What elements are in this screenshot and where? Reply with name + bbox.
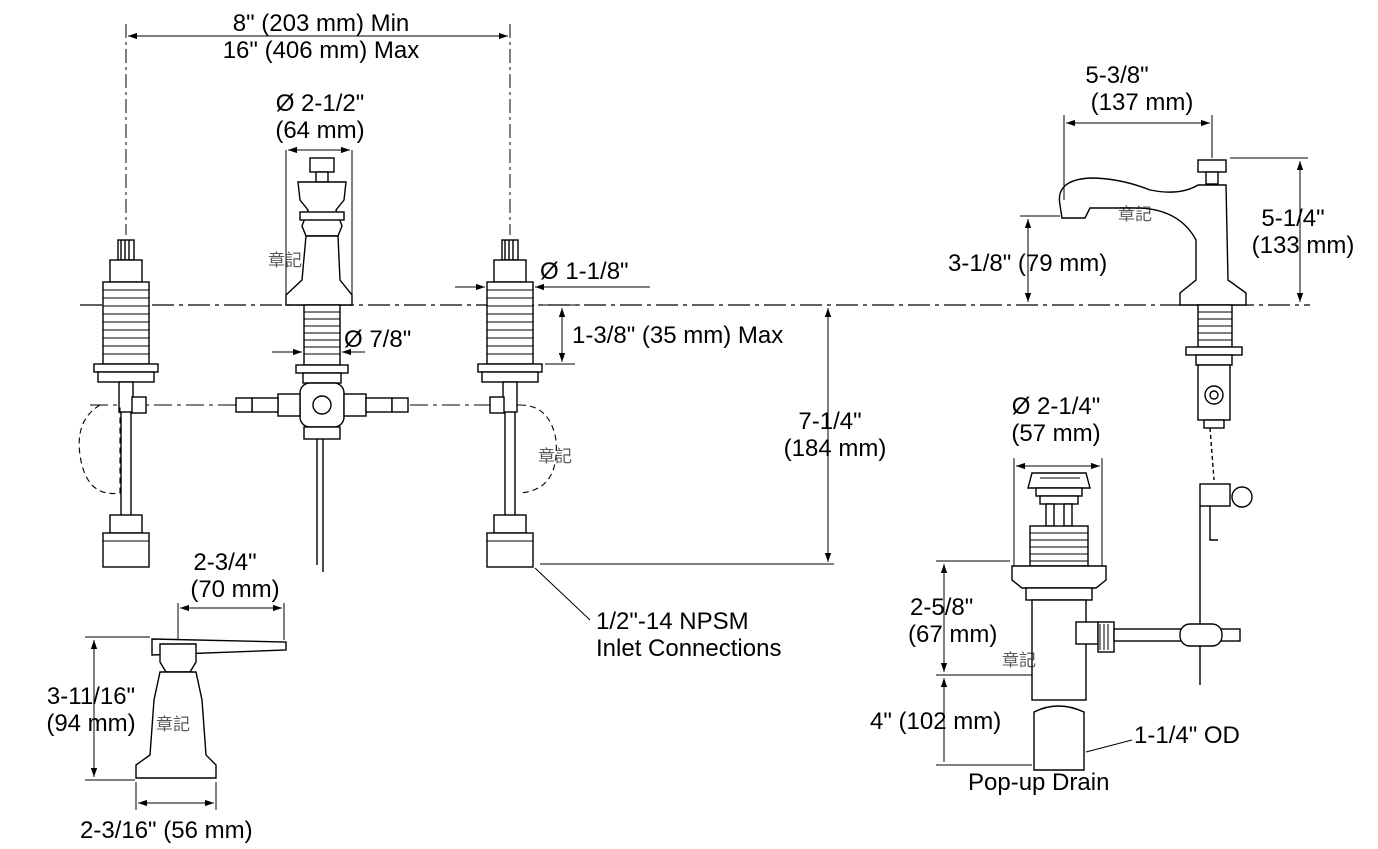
spout-dims: [1020, 115, 1308, 302]
watermark-5: 章記: [156, 715, 190, 735]
center-spout: [235, 157, 409, 572]
handle-detail-dims: [85, 603, 285, 810]
watermark-1: 章記: [268, 251, 302, 271]
spout-height-label: 5-1/4": [1261, 205, 1325, 232]
popup-drain: [1011, 472, 1241, 771]
spout-side-view: [1058, 159, 1253, 685]
below-deck-depth-label: 7-1/4": [798, 408, 862, 435]
handle-base-width-label: 2-3/16" (56 mm): [80, 817, 253, 844]
spread-min-label: 8" (203 mm) Min: [232, 10, 410, 37]
handle-height-label: 3-11/16": [46, 683, 136, 710]
inlet-connections-label-2: Inlet Connections: [596, 635, 782, 662]
drain-dia-mm-label: (57 mm): [1011, 420, 1101, 447]
drain-tail-label: 4" (102 mm): [870, 708, 1002, 735]
spread-max-label: 16" (406 mm) Max: [222, 37, 420, 64]
handle-height-mm-label: (94 mm): [46, 710, 136, 737]
inlet-connections-label-1: 1/2"-14 NPSM: [596, 608, 749, 635]
left-hose-loop: [78, 404, 121, 495]
depth-dims: [534, 308, 834, 621]
below-deck-depth-mm-label: (184 mm): [783, 435, 887, 462]
spout-reach-mm-label: (137 mm): [1090, 89, 1194, 116]
right-hose-loop: [519, 404, 557, 494]
handle-base-dia-mm-label: (64 mm): [275, 117, 365, 144]
drain-body-label: 2-5/8": [910, 594, 974, 621]
spout-reach-label: 5-3/8": [1085, 62, 1149, 89]
drain-name-label: Pop-up Drain: [968, 769, 1110, 796]
handle-base-dia-label: Ø 2-1/2": [275, 90, 365, 117]
drain-dims: [936, 458, 1133, 766]
spout-height-mm-label: (133 mm): [1251, 232, 1355, 259]
right-valve: [477, 239, 543, 568]
watermark-3: 章記: [1118, 205, 1152, 225]
shank-dia-label: Ø 7/8": [344, 326, 412, 353]
spout-clearance-label: 3-1/8" (79 mm): [948, 250, 1108, 277]
drain-dia-label: Ø 2-1/4": [1011, 393, 1101, 420]
lever-width-mm-label: (70 mm): [190, 576, 280, 603]
handle-detail: [135, 638, 287, 779]
spread-dimension: [125, 24, 511, 235]
deck-thickness-label: 1-3/8" (35 mm) Max: [572, 322, 784, 349]
lever-width-label: 2-3/4": [193, 549, 257, 576]
watermark-2: 章記: [538, 447, 572, 467]
mount-hole-dia-label: Ø 1-1/8": [540, 258, 629, 285]
tailpiece-od-label: 1-1/4" OD: [1134, 722, 1240, 749]
drain-body-mm-label: (67 mm): [908, 621, 998, 648]
watermark-4: 章記: [1002, 651, 1036, 671]
left-valve: [93, 239, 159, 568]
center-spout-dims: [272, 146, 650, 356]
